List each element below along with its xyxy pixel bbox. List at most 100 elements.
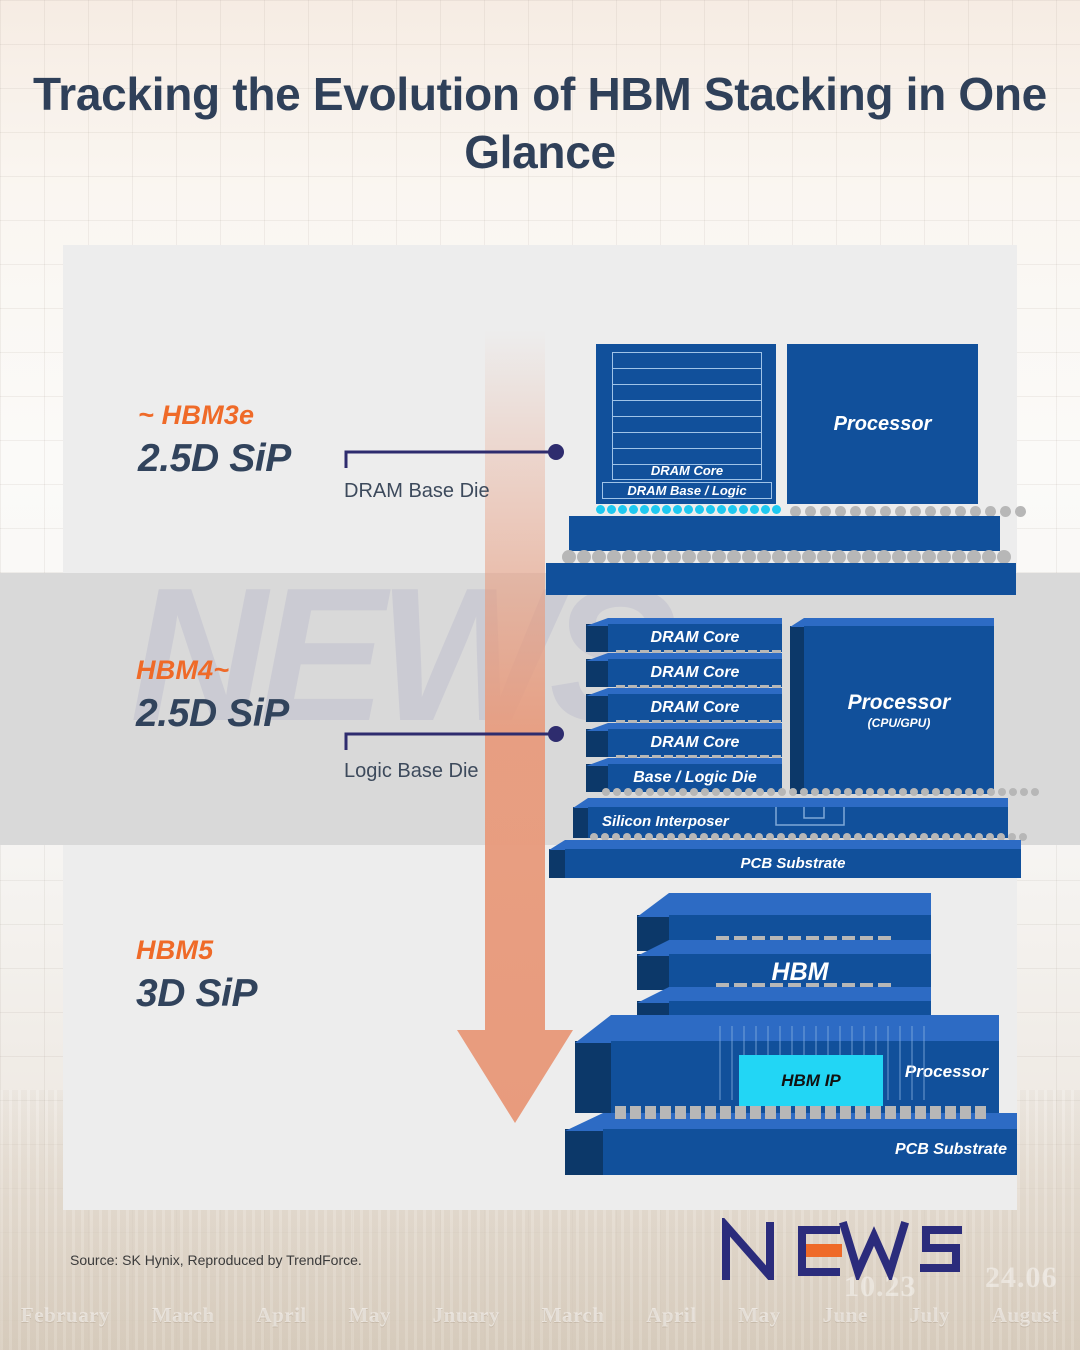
bump xyxy=(844,788,852,796)
callout-leader-line xyxy=(344,726,564,750)
bump xyxy=(761,505,770,514)
bump xyxy=(888,788,896,796)
bump xyxy=(945,1106,956,1119)
bump xyxy=(684,505,693,514)
bump xyxy=(712,788,720,796)
bump xyxy=(668,788,676,796)
hbm3e-pcb-substrate xyxy=(546,563,1016,595)
bump xyxy=(795,1106,806,1119)
callout-leader-line xyxy=(344,444,564,468)
bump xyxy=(635,788,643,796)
bump xyxy=(690,788,698,796)
bump xyxy=(637,550,651,564)
bump xyxy=(612,833,620,841)
hbm4-processor: Processor (CPU/GPU) xyxy=(790,618,994,794)
bump xyxy=(942,833,950,841)
bump xyxy=(900,1106,911,1119)
bump xyxy=(855,788,863,796)
bump xyxy=(925,506,936,517)
bump xyxy=(700,833,708,841)
bump xyxy=(1019,833,1027,841)
bump xyxy=(722,833,730,841)
hbm3e-processor-bump-row xyxy=(790,506,1026,517)
bump xyxy=(780,1106,791,1119)
bump xyxy=(777,833,785,841)
pcb-substrate-label: PCB Substrate xyxy=(740,855,846,872)
bump xyxy=(998,788,1006,796)
dram-core-layers: DRAM Core xyxy=(612,352,762,480)
evolution-arrow-icon xyxy=(457,330,573,1123)
bump xyxy=(618,505,627,514)
bump xyxy=(975,1106,986,1119)
bump xyxy=(662,505,671,514)
bump xyxy=(640,505,649,514)
bump xyxy=(596,505,605,514)
bump xyxy=(876,833,884,841)
bump xyxy=(720,1106,731,1119)
bump xyxy=(865,833,873,841)
bump xyxy=(697,550,711,564)
bump xyxy=(964,833,972,841)
processor-label: Processor xyxy=(847,690,951,714)
bump xyxy=(982,550,996,564)
bump xyxy=(645,833,653,841)
hbm5-tsv-pad-row xyxy=(716,983,891,988)
bump xyxy=(976,788,984,796)
bump xyxy=(706,505,715,514)
bump xyxy=(711,833,719,841)
dram-core-label: DRAM Core xyxy=(650,699,740,716)
bump xyxy=(921,788,929,796)
dram-base-logic-label: DRAM Base / Logic xyxy=(627,483,747,498)
bump xyxy=(937,550,951,564)
bump xyxy=(607,505,616,514)
bump xyxy=(705,1106,716,1119)
dram-core-label: DRAM Core xyxy=(650,664,740,681)
bump xyxy=(850,506,861,517)
bump xyxy=(832,833,840,841)
bump xyxy=(909,833,917,841)
hbm4-dram-slab: DRAM Core xyxy=(586,688,782,722)
section-label-hbm5: HBM5 3D SiP xyxy=(136,935,258,1016)
processor-label: Processor xyxy=(904,1062,988,1081)
bump xyxy=(877,550,891,564)
bump xyxy=(562,550,576,564)
bump xyxy=(985,506,996,517)
bump xyxy=(898,833,906,841)
processor-label: Processor xyxy=(833,412,932,435)
ghost-number: 24.06 xyxy=(985,1261,1058,1294)
bump xyxy=(645,1106,656,1119)
bump xyxy=(615,1106,626,1119)
bump xyxy=(717,505,726,514)
hbm4-base-logic-slab: Base / Logic Die xyxy=(586,758,782,792)
bump xyxy=(734,788,742,796)
bump xyxy=(750,505,759,514)
bump xyxy=(987,788,995,796)
bump xyxy=(954,788,962,796)
hbm-label: HBM xyxy=(771,957,829,986)
dram-core-label: DRAM Core xyxy=(650,629,740,646)
bump xyxy=(885,1106,896,1119)
bump xyxy=(931,833,939,841)
bump xyxy=(832,550,846,564)
bump xyxy=(607,550,621,564)
dram-core-label: DRAM Core xyxy=(650,734,740,751)
callout-text: DRAM Base Die xyxy=(344,480,490,502)
bump xyxy=(772,550,786,564)
bump xyxy=(767,788,775,796)
processor-sub-label: (CPU/GPU) xyxy=(867,715,931,730)
bump xyxy=(592,550,606,564)
bump xyxy=(790,506,801,517)
bump xyxy=(678,833,686,841)
bump xyxy=(967,550,981,564)
callout-text: Logic Base Die xyxy=(344,760,479,782)
bump xyxy=(577,550,591,564)
hbm4-interposer-bump-row xyxy=(602,788,1039,796)
bump xyxy=(810,833,818,841)
bump xyxy=(652,550,666,564)
bump xyxy=(825,1106,836,1119)
bump xyxy=(833,788,841,796)
bump xyxy=(955,506,966,517)
hbm5-tsv-pad-row xyxy=(716,936,891,941)
bump xyxy=(723,788,731,796)
section-generation: HBM5 xyxy=(136,935,214,965)
